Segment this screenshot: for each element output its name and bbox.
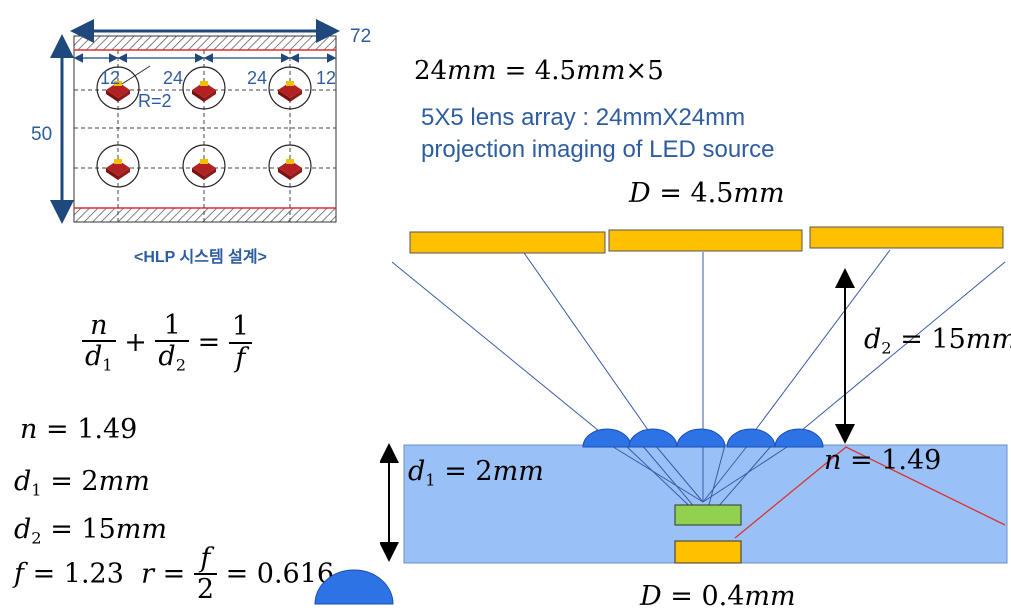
height-label: 50 xyxy=(31,124,53,145)
top-hatch-strip xyxy=(73,35,337,51)
radius-label: R=2 xyxy=(138,91,172,111)
n-value-line: n = 1.49 xyxy=(20,414,138,445)
hlp-layout-diagram xyxy=(50,19,340,224)
d1-label: d1 = 2mm xyxy=(408,456,544,490)
board-outline xyxy=(73,35,337,223)
n-label: n = 1.49 xyxy=(824,445,942,476)
radius-leader xyxy=(121,65,151,85)
microlens xyxy=(774,428,824,448)
diagram-caption: <HLP 시스템 설계> xyxy=(134,249,267,266)
led-circle xyxy=(96,144,140,188)
microlens-array xyxy=(582,428,824,448)
d-bottom-label: D = 0.4mm xyxy=(640,581,796,612)
image-plate xyxy=(608,229,803,252)
d2-label: d2 = 15mm xyxy=(864,324,1011,358)
d-top-label: D = 4.5mm xyxy=(629,178,785,209)
bottom-hatch-strip xyxy=(73,207,337,223)
microlens xyxy=(582,428,632,448)
spacing-label: 24 xyxy=(247,68,268,88)
array-size-equation: 24mm = 4.5mm×5 xyxy=(414,56,664,86)
lens-array-line-1: 5X5 lens array : 24mmX24mm xyxy=(421,104,746,131)
optical-cross-section xyxy=(380,226,1008,564)
spacing-label: 24 xyxy=(163,68,184,88)
spacing-label: 12 xyxy=(100,68,121,88)
lens-array-description: 5X5 lens array : 24mmX24mm projection im… xyxy=(421,102,775,166)
image-plate xyxy=(409,231,606,254)
tir-path xyxy=(734,446,1006,539)
led-emitter xyxy=(674,504,742,526)
led-circle xyxy=(268,144,312,188)
microlens xyxy=(628,428,678,448)
led-circle xyxy=(182,144,226,188)
width-label: 72 xyxy=(350,26,372,47)
microlens xyxy=(676,428,726,448)
led-source xyxy=(674,540,742,564)
d2-value-line: d2 = 15mm xyxy=(14,514,167,548)
spacing-label: 12 xyxy=(316,68,337,88)
led-icon xyxy=(106,81,302,180)
led-circle xyxy=(96,66,140,110)
led-circle xyxy=(182,66,226,110)
hemisphere-lens-icon xyxy=(314,569,394,605)
microlens xyxy=(726,428,776,448)
led-circle xyxy=(268,66,312,110)
ray-lines xyxy=(391,249,1006,517)
lens-array-line-2: projection imaging of LED source xyxy=(421,136,775,163)
d1-value-line: d1 = 2mm xyxy=(14,466,150,500)
image-plate xyxy=(809,226,1004,249)
